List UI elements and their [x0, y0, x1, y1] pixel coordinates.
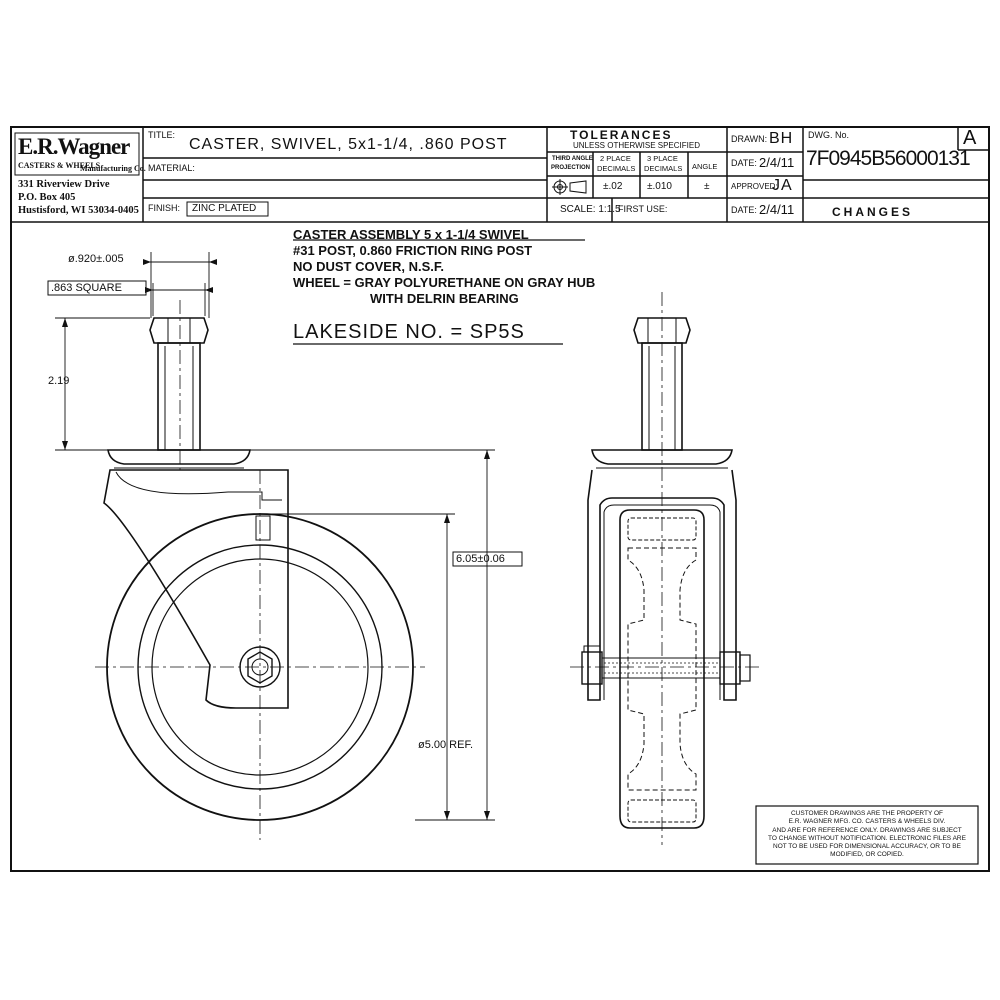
two-place-label-1: 2 PLACE	[600, 154, 631, 163]
company-address-1: 331 Riverview Drive	[18, 179, 110, 190]
approved-date-label: DATE:	[731, 205, 757, 215]
company-address-2: P.O. Box 405	[18, 192, 76, 203]
company-tagline: CASTERS & WHEELS	[18, 161, 101, 170]
scale: SCALE: 1:1.5	[560, 204, 621, 215]
tolerances-subheading: UNLESS OTHERWISE SPECIFIED	[573, 141, 700, 150]
dwg-number: 7F0945B56000131	[806, 147, 971, 170]
tolerances-heading: TOLERANCES	[570, 128, 673, 142]
two-place-label-2: DECIMALS	[597, 164, 636, 173]
disclaimer-line-1: CUSTOMER DRAWINGS ARE THE PROPERTY OF	[790, 810, 944, 817]
lakeside-number: LAKESIDE NO. = SP5S	[293, 321, 525, 343]
three-place-tolerance: ±.010	[647, 181, 672, 192]
approved-date: 2/4/11	[759, 202, 795, 217]
revision-letter: A	[963, 127, 977, 149]
drawn-by: BH	[769, 130, 794, 147]
approved-label: APPROVED:	[731, 182, 778, 191]
drawn-date: 2/4/11	[759, 155, 795, 170]
front-view	[581, 317, 751, 829]
note-line-2: #31 POST, 0.860 FRICTION RING POST	[293, 243, 533, 258]
approved-by: JA	[772, 177, 793, 194]
disclaimer-line-4: TO CHANGE WITHOUT NOTIFICATION. ELECTRON…	[768, 834, 966, 842]
title-label: TITLE:	[148, 130, 176, 140]
disclaimer-line-3: AND ARE FOR REFERENCE ONLY. DRAWINGS ARE…	[772, 826, 962, 834]
projection-label-1: THIRD ANGLE	[552, 156, 593, 162]
three-place-label-1: 3 PLACE	[647, 154, 678, 163]
finish-value: ZINC PLATED	[192, 203, 257, 214]
company-logo: E.R.Wagner	[18, 134, 130, 159]
drawn-label: DRAWN:	[731, 134, 768, 144]
angle-label: ANGLE	[692, 162, 718, 171]
note-line-1: CASTER ASSEMBLY 5 x 1-1/4 SWIVEL	[293, 227, 529, 242]
note-line-3: NO DUST COVER, N.S.F.	[293, 259, 444, 274]
angle-tolerance: ±	[704, 181, 710, 192]
note-line-5: WITH DELRIN BEARING	[370, 291, 519, 306]
changes-label: CHANGES	[832, 205, 914, 219]
disclaimer-line-2: E.R. WAGNER MFG. CO. CASTERS & WHEELS DI…	[788, 818, 946, 826]
three-place-label-2: DECIMALS	[644, 164, 683, 173]
drawn-date-label: DATE:	[731, 158, 757, 168]
material-label: MATERIAL:	[148, 163, 195, 173]
overall-height-dimension: 6.05±0.06	[456, 553, 505, 565]
company-subline: Manufacturing Co.	[80, 164, 146, 173]
post-height-dimension: 2.19	[48, 375, 70, 387]
disclaimer-line-6: MODIFIED, OR COPIED.	[830, 851, 904, 859]
note-line-4: WHEEL = GRAY POLYURETHANE ON GRAY HUB	[293, 275, 596, 290]
finish-label: FINISH:	[148, 203, 181, 213]
company-address-3: Hustisford, WI 53034-0405	[18, 205, 139, 216]
post-diameter-dimension: ø.920±.005	[68, 253, 124, 265]
drawing-title: CASTER, SWIVEL, 5x1-1/4, .860 POST	[189, 136, 508, 153]
square-dimension: .863 SQUARE	[51, 282, 122, 294]
dimension-lines	[55, 252, 495, 821]
drawing-sheet	[10, 126, 990, 872]
disclaimer-notice: CUSTOMER DRAWINGS ARE THE PROPERTY OF E.…	[756, 810, 978, 860]
projection-label-2: PROJECTION	[551, 165, 591, 171]
side-view	[103, 317, 414, 821]
first-use-label: FIRST USE:	[618, 204, 668, 214]
dwg-number-label: DWG. No.	[808, 130, 850, 140]
wheel-diameter-dimension: ø5.00 REF.	[418, 739, 474, 751]
two-place-tolerance: ±.02	[603, 181, 623, 192]
disclaimer-line-5: NOT TO BE USED FOR DIMENSIONAL ACCURACY,…	[773, 843, 961, 851]
